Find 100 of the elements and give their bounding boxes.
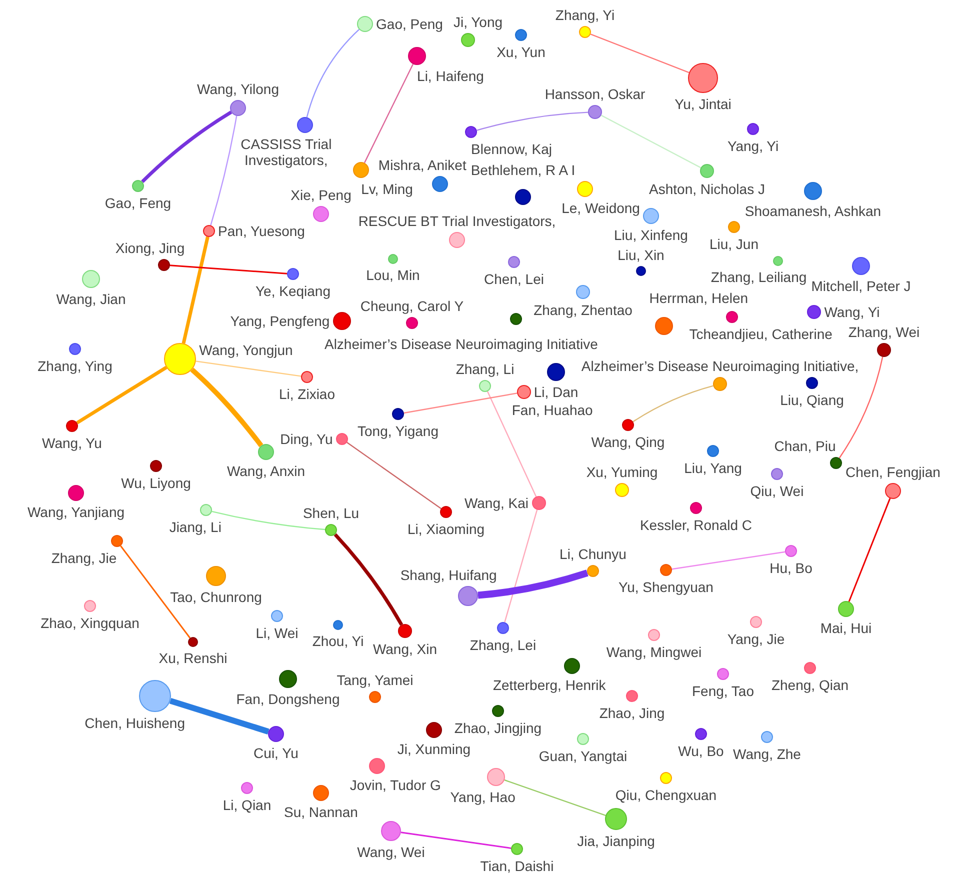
author-name: Le, Weidong bbox=[562, 200, 640, 216]
author-name: Qiu, Wei bbox=[750, 483, 804, 499]
author-name: Gao, Feng bbox=[104, 195, 172, 211]
author-name: Fan, Huahao bbox=[512, 402, 593, 418]
author-name: Yang, Yi bbox=[727, 138, 779, 154]
author-name: Xu, Renshi bbox=[158, 650, 228, 666]
connector-line bbox=[141, 110, 232, 184]
author-name: Qiu, Chengxuan bbox=[615, 787, 717, 803]
author-name: Tian, Daishi bbox=[480, 858, 554, 874]
connector-line bbox=[632, 385, 714, 422]
author-name: Ye, Keqiang bbox=[256, 283, 330, 299]
author-name: Jiang, Li bbox=[169, 519, 222, 535]
author-name: Yang, Hao bbox=[450, 789, 516, 805]
author-name: Wu, Liyong bbox=[121, 475, 191, 491]
author-name: Wang, Jian bbox=[56, 291, 126, 307]
connector-line bbox=[476, 112, 588, 131]
author-name: Lv, Ming bbox=[361, 181, 413, 197]
author-name: Xiong, Jing bbox=[115, 240, 185, 256]
author-name: Liu, Yang bbox=[684, 460, 742, 476]
author-name: Zetterberg, Henrik bbox=[492, 677, 606, 693]
author-name: Gao, Peng bbox=[376, 16, 443, 32]
author-name: Li, Chunyu bbox=[560, 546, 626, 562]
author-name: Wang, Xin bbox=[372, 641, 438, 657]
connector-line bbox=[196, 360, 302, 377]
connector-line bbox=[210, 116, 238, 226]
author-name: Kessler, Ronald C bbox=[640, 517, 752, 533]
author-name: Wu, Bo bbox=[678, 743, 724, 759]
author-name: Wang, Yanjiang bbox=[27, 504, 125, 520]
author-name: Zhang, Lei bbox=[470, 637, 536, 653]
author-name: Zhang, Zhentao bbox=[534, 302, 632, 318]
connector-line bbox=[190, 368, 264, 448]
author-name: Hu, Bo bbox=[770, 560, 812, 576]
author-name: Feng, Tao bbox=[692, 683, 754, 699]
author-name: Zhang, Wei bbox=[848, 324, 920, 340]
author-name: Guan, Yangtai bbox=[538, 748, 628, 764]
author-name: Bethlehem, R A I bbox=[470, 162, 576, 178]
connector-line bbox=[182, 236, 210, 344]
connector-line bbox=[306, 28, 360, 118]
connector-line bbox=[76, 366, 168, 424]
author-name: Zheng, Qian bbox=[771, 677, 849, 693]
author-name: Li, Dan bbox=[534, 384, 578, 400]
author-name: Xu, Yun bbox=[496, 44, 546, 60]
author-name: Fan, Dongsheng bbox=[236, 691, 340, 707]
author-name: Shoamanesh, Ashkan bbox=[744, 203, 882, 219]
author-name: Ashton, Nicholas J bbox=[649, 181, 765, 197]
author-name: Liu, Xinfeng bbox=[614, 227, 688, 243]
author-name: Chen, Lei bbox=[484, 271, 544, 287]
author-name: Liu, Jun bbox=[709, 236, 759, 252]
author-name: Wang, Yilong bbox=[197, 81, 279, 97]
author-name: Li, Wei bbox=[256, 625, 298, 641]
author-name: Tcheandjieu, Catherine bbox=[689, 326, 832, 342]
author-name: Xie, Peng bbox=[290, 187, 352, 203]
author-name: Wang, Kai bbox=[464, 495, 529, 511]
connector-line bbox=[486, 391, 537, 497]
connector-line bbox=[504, 779, 606, 816]
connector-line bbox=[169, 698, 270, 734]
author-name: Wang, Zhe bbox=[733, 746, 801, 762]
author-name: Zhou, Yi bbox=[312, 633, 364, 649]
connector-line bbox=[404, 392, 518, 414]
author-name: Hansson, Oskar bbox=[544, 86, 646, 102]
author-name: Wang, Yongjun bbox=[199, 342, 293, 358]
author-name: Chen, Huisheng bbox=[84, 715, 185, 731]
author-name: Lou, Min bbox=[366, 267, 420, 283]
author-name: Wang, Mingwei bbox=[606, 644, 702, 660]
author-name: Zhang, Yi bbox=[555, 7, 615, 23]
author-name: Tang, Yamei bbox=[336, 672, 414, 688]
author-name: Li, Haifeng bbox=[417, 68, 484, 84]
author-name: Zhao, Xingquan bbox=[40, 615, 140, 631]
author-name: Cheung, Carol Y bbox=[360, 298, 464, 314]
connector-line bbox=[504, 510, 538, 622]
author-name: Liu, Xin bbox=[618, 247, 664, 263]
author-name: Zhang, Leiliang bbox=[710, 269, 807, 285]
author-name: Ding, Yu bbox=[280, 431, 333, 447]
connector-line bbox=[212, 510, 326, 530]
author-name: Alzheimer’s Disease Neuroimaging Initiative bbox=[324, 336, 598, 352]
author-name: Wang, Yi bbox=[824, 304, 880, 320]
author-name: Wang, Anxin bbox=[226, 463, 306, 479]
connector-line bbox=[672, 551, 786, 570]
connector-line bbox=[478, 570, 588, 599]
author-name: Ji, Xunming bbox=[397, 741, 471, 757]
author-name: Li, Qian bbox=[222, 797, 272, 813]
connector-line bbox=[120, 545, 191, 638]
author-name: Zhang, Ying bbox=[38, 358, 112, 374]
author-name: Shang, Huifang bbox=[400, 567, 497, 583]
author-name: Su, Nannan bbox=[284, 804, 358, 820]
author-name: Yang, Jie bbox=[727, 631, 785, 647]
author-name: Tao, Chunrong bbox=[170, 589, 262, 605]
author-name: Jia, Jianping bbox=[577, 833, 655, 849]
author-name: Alzheimer’s Disease Neuroimaging Initiative, bbox=[581, 358, 859, 374]
author-name: Blennow, Kaj bbox=[471, 141, 552, 157]
author-name: Zhang, Jie bbox=[51, 550, 117, 566]
author-name: Cui, Yu bbox=[254, 745, 298, 761]
author-name: Yu, Shengyuan bbox=[618, 579, 714, 595]
author-name: Yang, Pengfeng bbox=[230, 313, 330, 329]
author-name: Pan, Yuesong bbox=[218, 223, 305, 239]
connector-line bbox=[590, 34, 690, 74]
connector-line bbox=[364, 64, 414, 164]
author-name: Wang, Wei bbox=[357, 844, 425, 860]
connector-line bbox=[600, 114, 702, 168]
author-name: Herrman, Helen bbox=[649, 290, 748, 306]
